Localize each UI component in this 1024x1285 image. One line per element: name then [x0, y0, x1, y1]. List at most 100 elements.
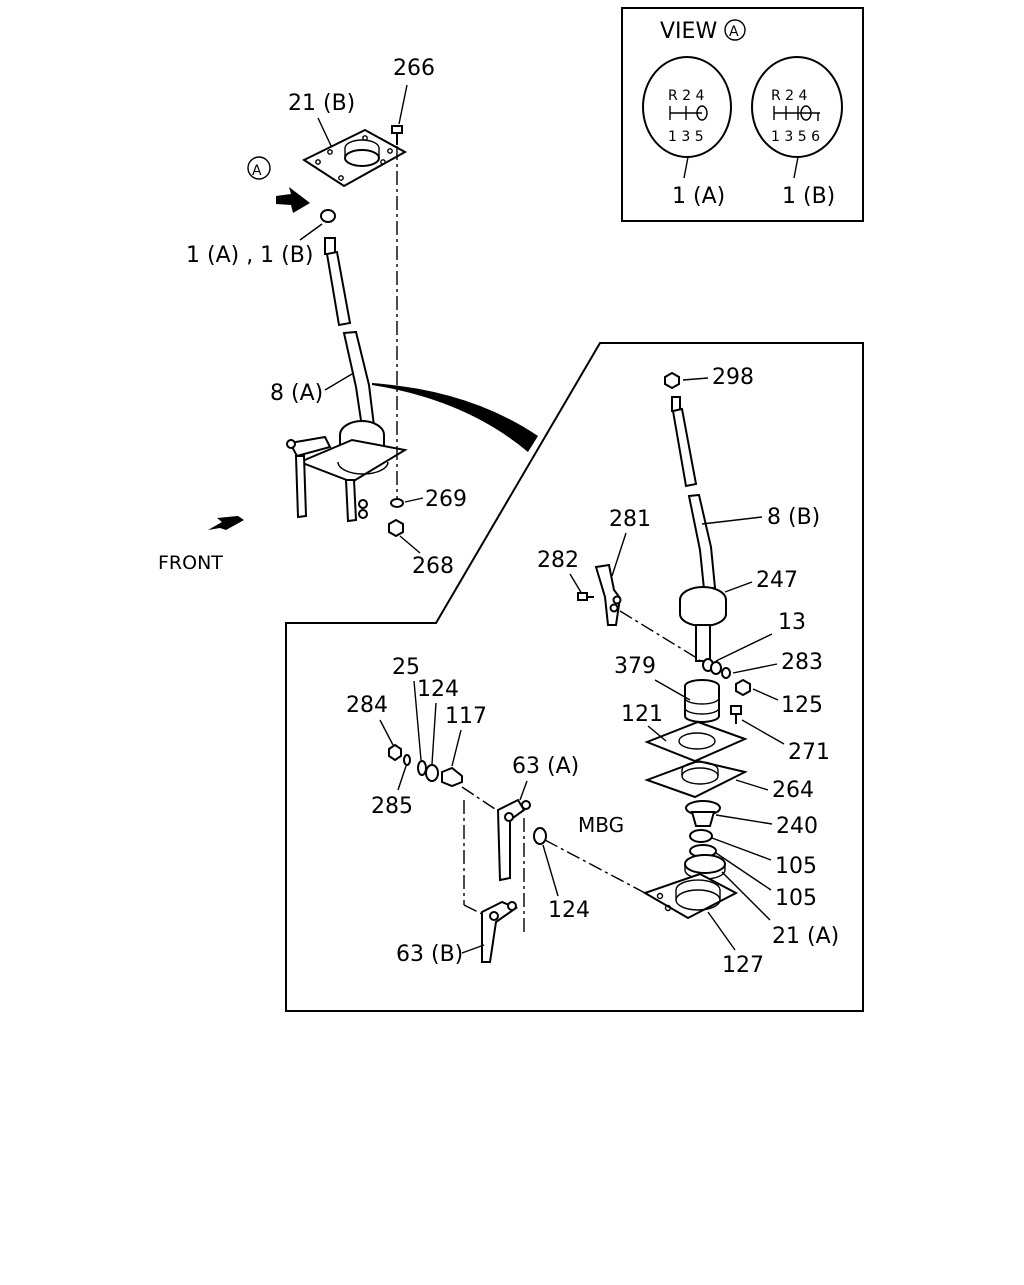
view-a-marker-upper — [247, 156, 271, 180]
label-8a: 8 (A) — [270, 381, 323, 406]
label-125: 125 — [781, 693, 823, 718]
label-21a: 21 (A) — [772, 924, 839, 949]
bolt-266 — [391, 125, 403, 134]
lever-8a-lower — [342, 330, 376, 429]
front-label: FRONT — [158, 552, 223, 574]
label-117: 117 — [445, 704, 487, 729]
leader-264 — [735, 779, 769, 791]
bolt-upper-left — [286, 439, 296, 449]
label-105a: 105 — [775, 854, 817, 879]
label-63b: 63 (B) — [396, 942, 463, 967]
label-121: 121 — [621, 702, 663, 727]
boot-247-body — [679, 600, 727, 627]
label-284: 284 — [346, 693, 388, 718]
bracket-281 — [594, 563, 622, 626]
plate-264-collar — [681, 761, 719, 776]
gasket-121 — [644, 720, 748, 763]
plate-21b-boot — [344, 139, 380, 158]
leader-285 — [397, 765, 407, 791]
lever-63a-hole — [504, 812, 514, 822]
leader-271 — [741, 719, 785, 745]
label-8b: 8 (B) — [767, 505, 820, 530]
leader-269 — [404, 497, 424, 503]
leader-266 — [398, 84, 408, 125]
lever-63b — [481, 900, 519, 963]
leader-283 — [732, 663, 778, 674]
lever-8a-upper — [325, 250, 352, 327]
bolt-271 — [730, 705, 742, 715]
nut-268 — [388, 518, 404, 538]
label-281: 281 — [609, 507, 651, 532]
lever-8b-shaft — [695, 624, 711, 662]
nut-284 — [388, 743, 402, 762]
view-a-frame — [621, 7, 864, 222]
bolt-282 — [577, 592, 588, 601]
knob-a: R 2 4 1 3 5 1 (A) — [642, 56, 732, 209]
view-a-panel: VIEW A R 2 4 1 3 5 1 (A) R 2 4 1 3 5 6 1… — [621, 7, 864, 222]
lever-63b-pin — [507, 901, 517, 911]
base-127-hole-b — [664, 904, 672, 912]
label-240: 240 — [776, 814, 818, 839]
leader-298 — [682, 377, 709, 381]
washer-283 — [721, 667, 731, 679]
leader-63b — [461, 944, 485, 954]
leader-117 — [451, 729, 462, 767]
washer-285 — [403, 754, 411, 766]
leader-8a — [324, 373, 353, 391]
label-283: 283 — [781, 650, 823, 675]
knob-a-gate-icon — [696, 105, 708, 121]
base-127-collar — [675, 879, 721, 900]
knob-b-label: 1 (B) — [782, 184, 835, 209]
knob-a-top-text: R 2 4 — [668, 88, 705, 104]
leader-1a-1b — [299, 223, 323, 241]
gasket-121-hole — [678, 732, 716, 750]
alignment-line-base — [544, 839, 646, 894]
label-124a: 124 — [417, 677, 459, 702]
view-a-marker-letter: A — [729, 24, 739, 40]
knob-a-leader — [683, 156, 689, 179]
front-arrow-icon — [208, 516, 244, 530]
leader-281 — [611, 532, 627, 577]
ring-105a — [689, 829, 713, 843]
label-266: 266 — [393, 56, 435, 81]
nut-298 — [664, 371, 680, 390]
bracket-281-hole-a — [609, 603, 619, 613]
label-285: 285 — [371, 794, 413, 819]
leader-105a — [711, 837, 772, 861]
label-63a: 63 (A) — [512, 754, 579, 779]
pivot-240-body — [690, 811, 716, 827]
leader-240 — [715, 814, 773, 825]
knob-a-outline — [642, 56, 732, 158]
knob-b-top-text: R 2 4 — [771, 88, 808, 104]
lever-63a-pin — [521, 800, 531, 810]
view-a-title: VIEW — [660, 19, 717, 44]
view-a-marker-upper-letter: A — [252, 163, 262, 179]
lever-8b-lower — [687, 493, 717, 591]
plate-21b-boot-ring — [344, 149, 380, 167]
knob-a-bottom-text: 1 3 5 — [668, 129, 704, 145]
label-271: 271 — [788, 740, 830, 765]
bracket-upper-left-arm — [294, 455, 308, 519]
plate-264 — [644, 759, 748, 799]
mbg-label: MBG — [578, 813, 624, 837]
base-plate-upper-ring — [337, 461, 389, 475]
leader-25 — [413, 680, 422, 761]
knob-b: R 2 4 1 3 5 6 1 (B) — [751, 56, 843, 209]
leader-21b — [317, 117, 334, 151]
lever-8b-upper — [671, 407, 698, 488]
label-105b: 105 — [775, 886, 817, 911]
lever-63a — [496, 798, 526, 882]
leader-127 — [707, 911, 736, 951]
bracket-upper-left — [288, 435, 332, 458]
label-1a-1b: 1 (A) , 1 (B) — [186, 243, 313, 268]
shift-knob-small — [320, 209, 336, 223]
lever-8a-tip — [324, 237, 336, 255]
lever-63b-hole — [489, 911, 499, 921]
bellows-379-rings — [684, 697, 720, 715]
leader-124a — [431, 702, 437, 765]
base-plate-upper — [297, 438, 408, 484]
bushing-124b — [533, 827, 547, 845]
label-379: 379 — [614, 654, 656, 679]
upper-assembly: 266 21 (B) A 1 (A) , 1 (B) 8 (A) — [158, 56, 538, 579]
